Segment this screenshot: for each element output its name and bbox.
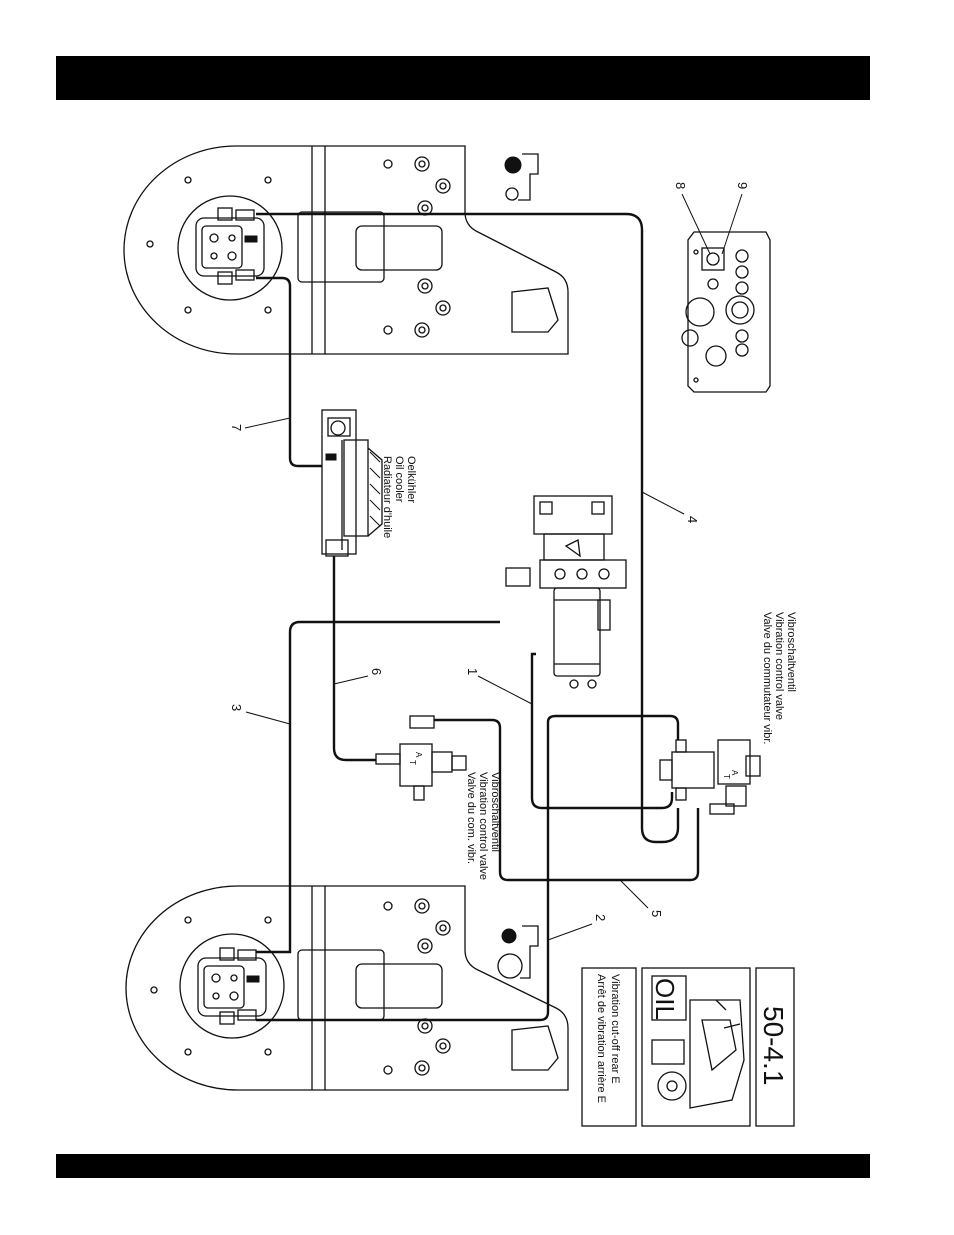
panel-card-code: 50-4.1 (758, 1006, 789, 1085)
panel-card-oil-label: OIL (650, 978, 680, 1020)
callout-2: 2 (593, 914, 608, 921)
valve-left-label-de: Vibroschaltventil (489, 772, 501, 852)
callout-4: 4 (685, 516, 700, 523)
oil-cooler-label: Oelkühler Oil cooler Radiateur d'huile (381, 456, 417, 538)
callout-6: 6 (369, 668, 384, 675)
callout-8: 8 (673, 182, 688, 189)
valve-right-label-fr: Valve du commutateur vibr. (761, 612, 773, 744)
control-panel (682, 232, 770, 392)
callout-3: 3 (229, 704, 244, 711)
valve-left-label-en: Vibration control valve (477, 772, 489, 880)
valve-right: A T (660, 740, 760, 814)
valve-right-port-t: T (722, 774, 731, 779)
valve-left-label-fr: Valve du com. vibr. (465, 772, 477, 864)
valve-right-label-de: Vibroschaltventil (785, 612, 797, 692)
panel-card: 50-4.1 OIL Vibration cut-off rear E Arrê… (582, 968, 794, 1126)
callout-5: 5 (649, 910, 664, 917)
drum-frame-bottom (126, 886, 568, 1090)
oil-cooler-label-fr: Radiateur d'huile (381, 456, 393, 538)
valve-left-label: Vibroschaltventil Vibration control valv… (465, 772, 501, 880)
oil-cooler-label-en: Oil cooler (393, 456, 405, 503)
panel-card-caption-fr: Arrêt de vibration arrière E (595, 974, 607, 1103)
valve-left: A T (376, 716, 466, 800)
oil-cooler-label-de: Oelkühler (405, 456, 417, 503)
valve-left-port-a: A (414, 752, 423, 758)
drum-frame-top (124, 146, 568, 354)
valve-left-port-t: T (408, 760, 417, 765)
vibration-pump (506, 496, 626, 688)
callout-1: 1 (465, 668, 480, 675)
callout-9: 9 (735, 182, 750, 189)
panel-card-caption-en: Vibration cut-off rear E (609, 974, 621, 1084)
hoses (256, 214, 698, 1020)
valve-right-label: Vibroschaltventil Vibration control valv… (761, 612, 797, 744)
callout-7: 7 (229, 424, 244, 431)
oil-cooler (322, 410, 382, 556)
valve-right-label-en: Vibration control valve (773, 612, 785, 720)
